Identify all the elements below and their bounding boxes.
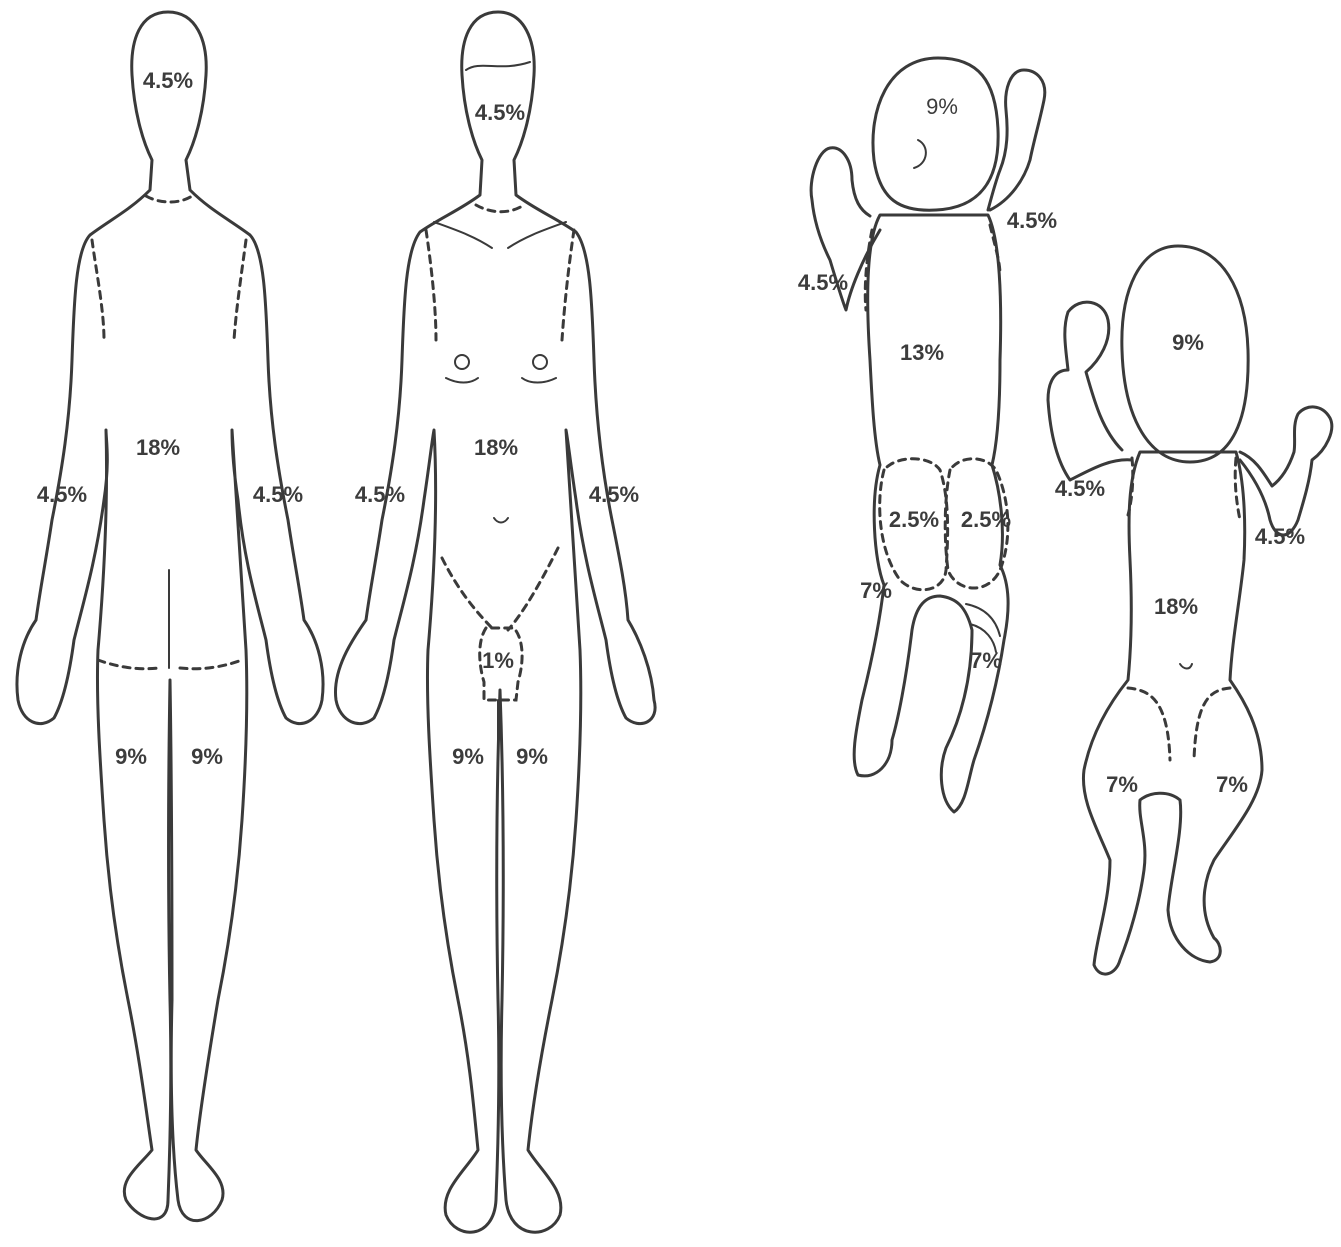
adult-front-collarbone-right xyxy=(434,222,492,248)
infant-front-arm-right xyxy=(1048,302,1132,480)
adult-front-nipple-right xyxy=(455,355,469,369)
infant-back-leg-left-label: 7% xyxy=(860,578,892,603)
infant-front-leg-left-line xyxy=(1194,688,1230,760)
infant-front-leg-left-label: 7% xyxy=(1106,772,1138,797)
adult-back-leg-left-label: 9% xyxy=(191,744,223,769)
infant-front-head-label: 9% xyxy=(1172,330,1204,355)
adult-front-head-label: 4.5% xyxy=(475,100,525,125)
infant-back-arm-upper xyxy=(988,70,1045,210)
adult-back-shoulder-left-line xyxy=(234,240,246,340)
adult-front-figure: 4.5% 18% 4.5% 4.5% 1% 9% 9% xyxy=(335,12,655,1232)
adult-front-shoulder-left-line xyxy=(562,230,574,340)
infant-back-arm-upper-label: 4.5% xyxy=(1007,208,1057,233)
infant-back-buttock-left-label: 2.5% xyxy=(889,507,939,532)
adult-front-collarbone-left xyxy=(508,222,566,248)
infant-front-arm-right-label: 4.5% xyxy=(1055,476,1105,501)
adult-front-outline xyxy=(335,12,655,1232)
infant-front-trunk-label: 18% xyxy=(1154,594,1198,619)
infant-front-body xyxy=(1083,452,1262,974)
adult-front-genitals-label: 1% xyxy=(482,648,514,673)
adult-back-shoulder-right-line xyxy=(92,240,104,340)
adult-back-trunk-label: 18% xyxy=(136,435,180,460)
adult-back-head-label: 4.5% xyxy=(143,68,193,93)
adult-front-trunk-label: 18% xyxy=(474,435,518,460)
infant-back-head-label: 9% xyxy=(926,94,958,119)
infant-back-ear xyxy=(914,140,926,168)
adult-front-neck-line xyxy=(476,205,524,212)
adult-back-arm-right-label: 4.5% xyxy=(37,482,87,507)
infant-back-head xyxy=(873,58,998,210)
infant-front-navel xyxy=(1180,664,1192,669)
infant-front-arm-left-label: 4.5% xyxy=(1255,524,1305,549)
adult-front-groin-line xyxy=(442,548,558,630)
adult-front-leg-right-label: 9% xyxy=(452,744,484,769)
infant-front-leg-right-line xyxy=(1128,688,1170,760)
adult-front-arm-left-label: 4.5% xyxy=(589,482,639,507)
infant-back-buttock-right-label: 2.5% xyxy=(961,507,1011,532)
infant-back-leg-right-label: 7% xyxy=(970,648,1002,673)
adult-front-chest-line xyxy=(446,378,556,383)
adult-front-hair-line xyxy=(466,62,530,70)
adult-back-leg-right-label: 9% xyxy=(115,744,147,769)
adult-back-arm-left-label: 4.5% xyxy=(253,482,303,507)
infant-back-figure: 9% 4.5% 4.5% 13% 2.5% 2.5% 7% 7% xyxy=(798,58,1057,812)
adult-front-shoulder-right-line xyxy=(426,230,436,340)
infant-back-trunk-label: 13% xyxy=(900,340,944,365)
adult-front-leg-left-label: 9% xyxy=(516,744,548,769)
adult-front-arm-right-label: 4.5% xyxy=(355,482,405,507)
adult-back-neck-line xyxy=(146,196,192,202)
infant-front-figure: 9% 4.5% 4.5% 18% 7% 7% xyxy=(1048,246,1332,974)
infant-back-arm-left-label: 4.5% xyxy=(798,270,848,295)
adult-front-navel xyxy=(494,518,508,523)
infant-front-arm-left xyxy=(1240,407,1332,535)
infant-front-leg-right-label: 7% xyxy=(1216,772,1248,797)
adult-back-figure: 4.5% 18% 4.5% 4.5% 9% 9% xyxy=(17,12,323,1221)
adult-front-nipple-left xyxy=(533,355,547,369)
